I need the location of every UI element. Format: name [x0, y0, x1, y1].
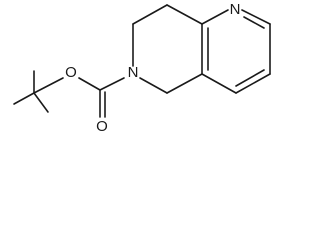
bond-methyl-bottom: [33, 92, 49, 113]
ester-oxygen-label: O: [65, 64, 77, 81]
bond-ester-o-to-carbonyl-c: [78, 77, 101, 91]
carbamate-group: [78, 77, 125, 118]
bond-c7-to-c8: [132, 4, 168, 25]
bond-ring-n-to-c5: [139, 77, 168, 94]
bond-c3-to-c4: [235, 73, 271, 94]
bond-c3-to-c4-inner: [235, 69, 265, 87]
bond-pyridine-n-to-c2-inner: [243, 16, 265, 29]
ring-nitrogen-label: N: [128, 64, 139, 81]
bond-c8-to-c8a: [166, 4, 203, 25]
bond-quaternary-c-to-ester-o: [33, 77, 64, 94]
bond-c5-to-c4a: [166, 73, 203, 94]
tert-butyl-group: [13, 70, 64, 113]
bond-c8a-to-pyridine-n: [201, 9, 229, 25]
carbonyl-oxygen-label: O: [96, 118, 108, 135]
bond-pyridine-n-to-c2: [241, 9, 271, 25]
tetrahydro-ring: [132, 4, 203, 94]
chemical-structure-diagram: N N O O: [13, 1, 271, 135]
bond-c4-to-c4a: [201, 73, 237, 94]
bond-methyl-left: [13, 92, 35, 105]
pyridine-ring: [201, 9, 271, 94]
pyridine-nitrogen-label: N: [230, 1, 241, 18]
bond-carbonyl-c-to-ring-n: [99, 77, 125, 91]
